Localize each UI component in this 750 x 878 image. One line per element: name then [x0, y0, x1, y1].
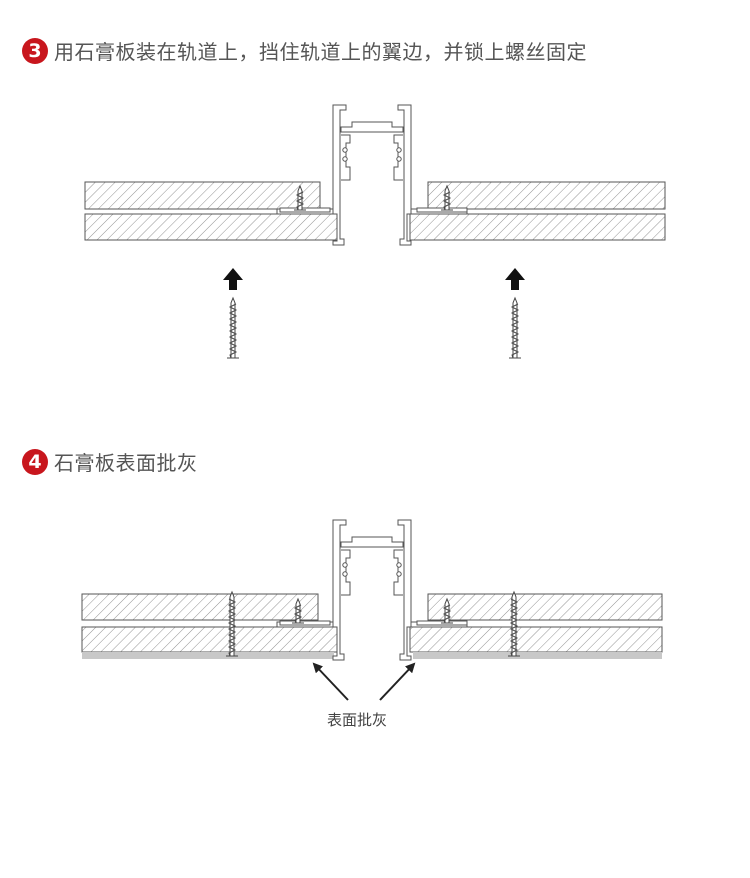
putty-surface-label: 表面批灰: [327, 711, 388, 729]
step-3-heading: 3 用石膏板装在轨道上，挡住轨道上的翼边，并锁上螺丝固定: [22, 36, 587, 65]
contact-hole: [342, 147, 348, 153]
screw-thread: [510, 303, 520, 359]
screw-icon: [227, 296, 239, 359]
step-number-badge: 4: [22, 448, 48, 475]
up-arrow-icon: [505, 268, 525, 290]
screw-icon: [441, 597, 453, 624]
putty-layer: [413, 652, 662, 659]
screw-thread: [293, 604, 303, 624]
contact-hole: [396, 571, 402, 577]
contact-hole: [396, 562, 402, 568]
screw-thread: [509, 598, 519, 657]
screw-thread: [227, 598, 237, 657]
gypsum-board: [84, 213, 338, 241]
screw-icon: [294, 184, 306, 211]
track-wall: [332, 104, 347, 246]
track-conductor-bar: [340, 121, 404, 133]
gypsum-board: [84, 181, 321, 210]
contact-hole: [396, 156, 402, 162]
track-conductor-bar: [340, 536, 404, 548]
track-wall: [397, 104, 412, 246]
screw-washer: [279, 620, 331, 626]
screw-thread: [295, 191, 305, 211]
track-wall: [397, 519, 412, 661]
screw-shaft: [230, 296, 236, 359]
pointer-arrow-icon: [379, 662, 416, 701]
contact-hole: [342, 562, 348, 568]
contact-hole: [342, 156, 348, 162]
gypsum-board: [427, 181, 666, 210]
screw-icon: [226, 590, 238, 657]
gypsum-board: [409, 213, 666, 241]
track-wall: [332, 519, 347, 661]
screw-thread: [442, 191, 452, 211]
screw-icon: [441, 184, 453, 211]
contact-hole: [342, 571, 348, 577]
gypsum-board: [427, 593, 663, 621]
track-profile: [276, 519, 468, 661]
up-arrow-icon: [223, 268, 243, 290]
contact-hole: [396, 147, 402, 153]
pointer-arrow-icon: [312, 662, 349, 701]
gypsum-board: [409, 626, 663, 653]
screw-icon: [508, 590, 520, 657]
screw-shaft: [512, 296, 518, 359]
step-title: 用石膏板装在轨道上，挡住轨道上的翼边，并锁上螺丝固定: [54, 40, 587, 64]
screw-thread: [442, 604, 452, 624]
gypsum-board: [81, 593, 319, 621]
screw-icon: [509, 296, 521, 359]
step-4-heading: 4 石膏板表面批灰: [22, 447, 198, 476]
gypsum-board: [81, 626, 338, 653]
putty-layer: [82, 652, 334, 659]
step-number-badge: 3: [22, 37, 48, 64]
step-title: 石膏板表面批灰: [54, 451, 198, 475]
screw-icon: [292, 597, 304, 624]
screw-thread: [228, 303, 238, 359]
